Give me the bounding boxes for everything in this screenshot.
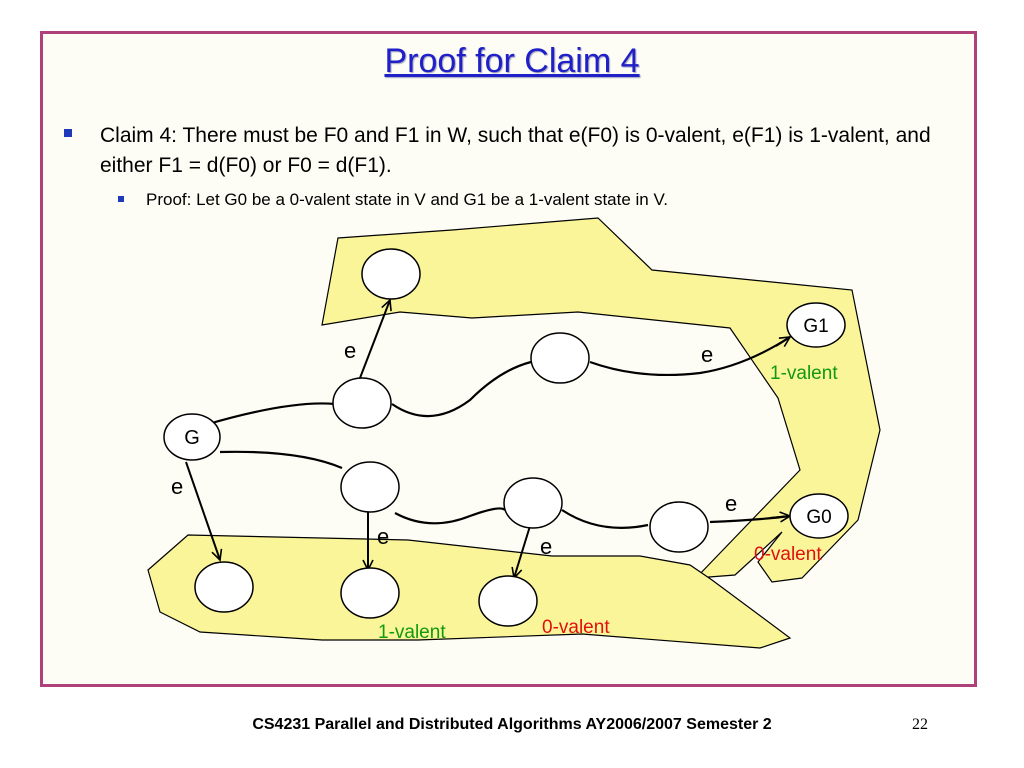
- edge-arrow-left: [185, 461, 223, 562]
- edge-label-top-right: e: [701, 342, 713, 367]
- node-label-g: G: [184, 427, 200, 449]
- slide-title: Proof for Claim 4: [384, 42, 640, 80]
- bullet-proof: Proof: Let G0 be a 0-valent state in V a…: [146, 190, 668, 209]
- edge-label-mid: e: [377, 524, 389, 549]
- state-node-lower-right: [649, 501, 709, 553]
- state-node-lower-left: [340, 461, 400, 513]
- edge-label-top-left: e: [344, 338, 356, 363]
- state-node-bottom-right: [478, 575, 538, 627]
- valence-label-g1: 1-valent: [770, 363, 838, 384]
- edge-label-right: e: [725, 491, 737, 516]
- edge-label-left: e: [171, 474, 183, 499]
- valence-label-g0: 0-valent: [754, 544, 822, 565]
- state-node-g1: [786, 302, 846, 348]
- edge-arrow-g0: [769, 511, 792, 523]
- edge-arrow-mid2: [511, 525, 531, 580]
- path-g-to-g0: [219, 450, 791, 529]
- edge-arrow-top: [359, 298, 392, 379]
- edge-arrow-g1: [775, 336, 792, 348]
- bullet-marker: [64, 129, 72, 137]
- state-node-bottom-left: [194, 561, 254, 613]
- bullet-claim-text: Claim 4: There must be F0 and F1 in W, s…: [100, 124, 931, 177]
- state-node-g: [163, 413, 221, 461]
- path-g-to-g1: [204, 336, 791, 427]
- region-w-top: [321, 217, 881, 583]
- state-node-lower-mid: [503, 477, 563, 529]
- state-node-upper-mid: [530, 332, 590, 384]
- valence-label-bottom-1: 1-valent: [378, 622, 446, 643]
- node-label-g0: G0: [806, 507, 831, 528]
- sub-bullet-marker: [118, 196, 124, 202]
- edge-label-mid2: e: [540, 534, 552, 559]
- state-node-upper-left: [332, 377, 392, 429]
- page-number: 22: [912, 716, 928, 733]
- state-node-g0: [789, 493, 849, 539]
- state-node-bottom-mid: [340, 567, 400, 619]
- region-w-bottom: [147, 534, 792, 649]
- state-node-top: [361, 248, 421, 300]
- node-label-g1: G1: [803, 316, 828, 337]
- valence-label-bottom-0: 0-valent: [542, 617, 610, 638]
- slide-footer: CS4231 Parallel and Distributed Algorith…: [252, 716, 772, 733]
